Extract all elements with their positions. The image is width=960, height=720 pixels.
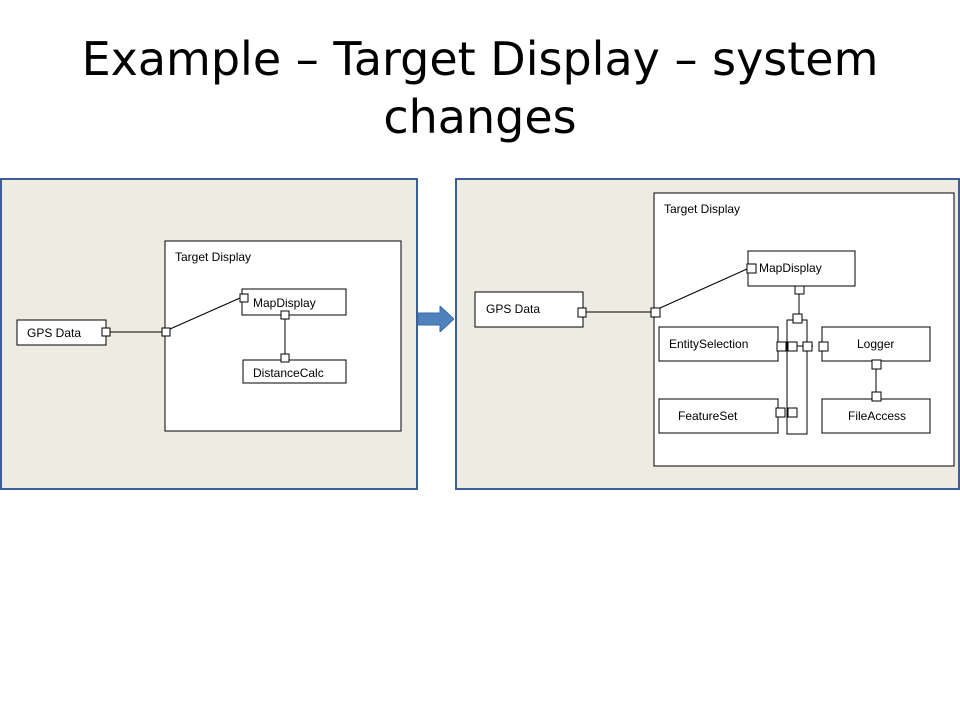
before-mapdisplay-box [241,288,347,316]
after-bus-port-top [792,313,803,324]
before-distancecalc-box [242,359,347,384]
after-bus-port-entity [787,341,798,352]
after-mapdisplay-box [747,250,856,287]
after-wire-container-to-map [659,268,748,309]
after-target-display-label: Target Display [664,202,740,216]
slide-title: Example – Target Display – system change… [81,32,879,144]
after-entity-port [776,341,787,352]
right-arrow-icon [418,306,454,332]
before-distancecalc-label: DistanceCalc [253,366,324,380]
after-map-port-bottom [794,285,805,295]
after-gps-data-box [474,291,584,328]
after-featureset-box [658,398,779,434]
after-fileaccess-box [821,398,931,434]
before-map-port-bottom [280,310,290,320]
after-logger-label: Logger [857,337,894,351]
after-featureset-label: FeatureSet [678,409,738,423]
after-logger-port-bottom [871,359,882,370]
after-bus-port-featureset [787,407,798,418]
after-diagram: Target Display GPS Data MapDisplay Entit… [474,192,955,467]
before-gps-data-label: GPS Data [27,326,81,340]
after-mapdisplay-label: MapDisplay [759,261,822,275]
after-featureset-port [775,407,786,418]
before-target-display-label: Target Display [175,250,251,264]
before-container-port [161,327,171,337]
before-diagram: Target Display GPS Data MapDisplay Dista… [16,240,402,432]
after-gps-port [577,307,587,318]
after-entityselection-label: EntitySelection [669,337,748,351]
before-mapdisplay-label: MapDisplay [253,296,316,310]
after-gps-data-label: GPS Data [486,302,540,316]
after-diagram-panel: Target Display GPS Data MapDisplay Entit… [455,178,960,490]
after-logger-port-left [818,341,829,352]
after-container-port [650,307,661,318]
after-fileaccess-label: FileAccess [848,409,906,423]
after-bus-port-logger [802,341,813,352]
before-calc-port-top [280,353,290,363]
before-target-display-box [164,240,402,432]
after-map-port-left [746,263,757,274]
before-map-port-left [239,293,249,303]
after-entityselection-box [658,326,779,362]
after-logger-box [821,326,931,362]
before-diagram-panel: Target Display GPS Data MapDisplay Dista… [0,178,418,490]
after-fileaccess-port-top [871,391,882,402]
before-gps-data-box [16,319,107,346]
before-wire-container-to-map [169,297,241,330]
before-gps-port [101,327,111,337]
